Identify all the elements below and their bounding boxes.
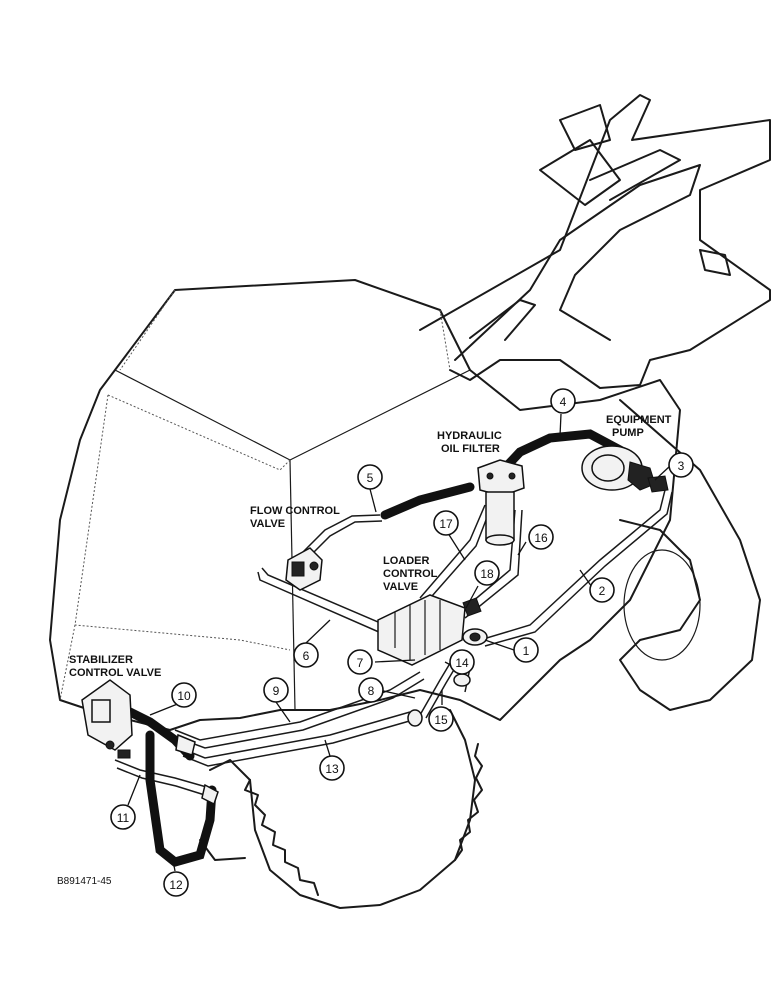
- callout-number: 17: [439, 517, 453, 531]
- callout-8: 8: [358, 677, 384, 703]
- flow-control-valve: [285, 547, 323, 591]
- callout-number: 18: [480, 567, 494, 581]
- callout-circle: [433, 510, 459, 536]
- callout-17: 17: [433, 510, 459, 536]
- callout-number: 9: [273, 684, 280, 698]
- callout-number: 7: [357, 656, 364, 670]
- callout-circle: [171, 682, 197, 708]
- callout-circle: [550, 388, 576, 414]
- callout-number: 3: [678, 459, 685, 473]
- hydraulic-oil-filter: [477, 459, 525, 546]
- rear-tire: [619, 399, 761, 711]
- callout-number: 6: [303, 649, 310, 663]
- callout-16: 16: [528, 524, 554, 550]
- callout-13: 13: [319, 755, 345, 781]
- callout-circle: [513, 637, 539, 663]
- label-flow-control-valve: FLOW CONTROL VALVE: [250, 505, 340, 530]
- callout-number: 4: [560, 395, 567, 409]
- callout-11: 11: [110, 804, 136, 830]
- label-loader-control-valve: LOADER CONTROL VALVE: [383, 555, 438, 593]
- callout-circle: [347, 649, 373, 675]
- callout-number: 2: [599, 584, 606, 598]
- figure-code: B891471-45: [57, 876, 112, 887]
- hose-5: [380, 482, 475, 520]
- callout-7: 7: [347, 649, 373, 675]
- callout-circle: [293, 642, 319, 668]
- callout-circle: [110, 804, 136, 830]
- callout-5: 5: [357, 464, 383, 490]
- callout-circle: [263, 677, 289, 703]
- callout-number: 16: [534, 531, 548, 545]
- callout-14: 14: [449, 649, 475, 675]
- callout-circle: [528, 524, 554, 550]
- label-equipment-pump: EQUIPMENT PUMP: [606, 414, 672, 439]
- callout-circle: [319, 755, 345, 781]
- callout-3: 3: [668, 452, 694, 478]
- callout-circle: [474, 560, 500, 586]
- callout-10: 10: [171, 682, 197, 708]
- callout-circle: [428, 706, 454, 732]
- callout-1: 1: [513, 637, 539, 663]
- loader-frame: [419, 94, 771, 389]
- callout-number: 1: [523, 644, 530, 658]
- callout-6: 6: [293, 642, 319, 668]
- callout-number: 8: [368, 684, 375, 698]
- equipment-pump: [581, 445, 669, 493]
- callout-circle: [163, 871, 189, 897]
- callout-number: 14: [455, 656, 469, 670]
- callout-number: 15: [434, 713, 448, 727]
- cab-outline: [49, 279, 681, 731]
- callout-circle: [358, 677, 384, 703]
- callout-number: 13: [325, 762, 339, 776]
- hose-12: [145, 730, 217, 867]
- front-tire: [199, 709, 483, 909]
- callout-18: 18: [474, 560, 500, 586]
- callout-number: 10: [177, 689, 191, 703]
- callout-circle: [668, 452, 694, 478]
- callout-4: 4: [550, 388, 576, 414]
- callout-number: 11: [117, 811, 130, 825]
- callout-2: 2: [589, 577, 615, 603]
- callout-circle: [357, 464, 383, 490]
- callout-circle: [589, 577, 615, 603]
- callout-circle: [449, 649, 475, 675]
- label-hydraulic-oil-filter: HYDRAULIC OIL FILTER: [437, 430, 502, 455]
- callout-12: 12: [163, 871, 189, 897]
- stabilizer-control-valve: [81, 679, 219, 806]
- callout-15: 15: [428, 706, 454, 732]
- label-stabilizer-control-valve: STABILIZER CONTROL VALVE: [69, 654, 162, 679]
- callout-9: 9: [263, 677, 289, 703]
- callout-number: 12: [169, 878, 183, 892]
- loader-control-valve: [377, 594, 488, 727]
- callout-number: 5: [367, 471, 374, 485]
